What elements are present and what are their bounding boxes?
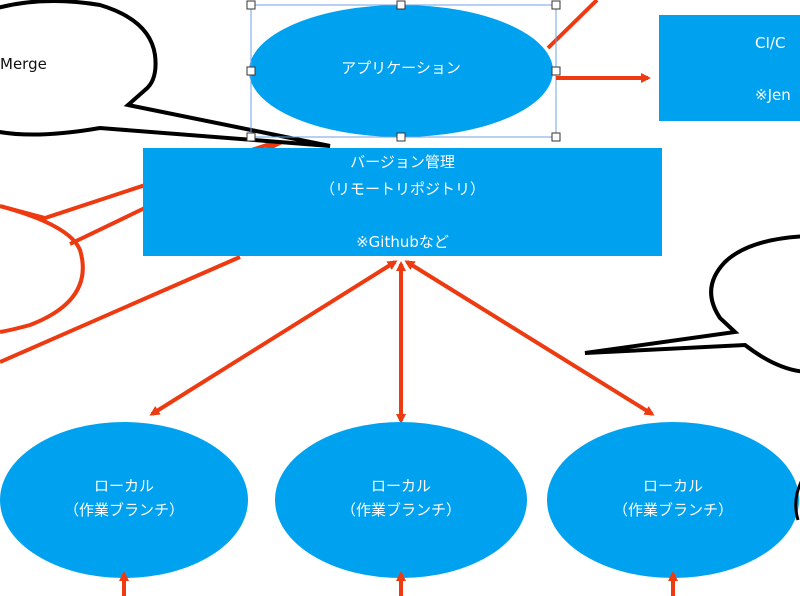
local-node-1[interactable] — [0, 422, 248, 578]
local-node-2[interactable] — [275, 422, 527, 578]
left-red-callout[interactable] — [0, 204, 85, 334]
local-2-title: ローカル — [370, 477, 431, 495]
selection-handles[interactable] — [246, 0, 561, 142]
vcs-node[interactable] — [143, 148, 662, 256]
handle-top[interactable] — [396, 0, 406, 10]
local-node-3[interactable] — [547, 422, 799, 578]
vcs-note: ※Githubなど — [356, 233, 449, 251]
handle-bottom-right[interactable] — [551, 132, 561, 142]
local-3-title: ローカル — [642, 477, 703, 495]
arrow-vcs-local-right[interactable] — [404, 260, 655, 416]
handle-right[interactable] — [551, 66, 561, 76]
merge-speech-bubble[interactable] — [0, 0, 331, 148]
vcs-title: バージョン管理 — [350, 153, 455, 171]
local-2-subtitle: （作業ブランチ） — [340, 501, 461, 519]
arrow-vcs-local-left[interactable] — [149, 260, 398, 416]
merge-callout-text: Merge — [0, 55, 47, 73]
application-node[interactable] — [249, 5, 553, 137]
left-red-line-lower[interactable] — [0, 255, 241, 364]
handle-bottom[interactable] — [396, 132, 406, 142]
cicd-title: CI/C — [755, 34, 786, 52]
handle-bottom-left[interactable] — [246, 132, 256, 142]
application-label: アプリケーション — [341, 59, 461, 77]
local-1-subtitle: （作業ブランチ） — [63, 501, 184, 519]
handle-left[interactable] — [246, 66, 256, 76]
right-edge-shape[interactable] — [794, 480, 800, 521]
local-3-subtitle: （作業ブランチ） — [612, 501, 733, 519]
right-speech-bubble[interactable] — [584, 234, 800, 374]
handle-top-left[interactable] — [246, 0, 256, 10]
cicd-note: ※Jen — [755, 86, 791, 104]
local-1-title: ローカル — [93, 477, 154, 495]
vcs-subtitle: （リモートリポジトリ） — [319, 180, 485, 198]
cicd-node[interactable] — [659, 15, 800, 121]
handle-top-right[interactable] — [551, 0, 561, 10]
